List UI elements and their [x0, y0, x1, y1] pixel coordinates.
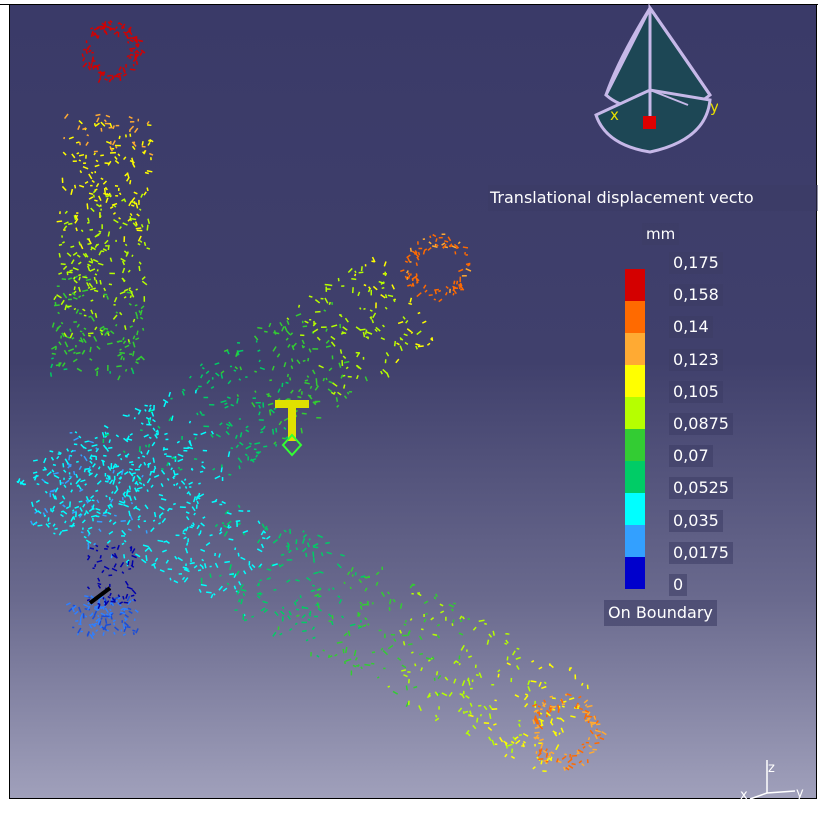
view-compass-icon[interactable]: x y [588, 0, 718, 160]
legend-tick-label: 0,105 [669, 380, 723, 403]
displacement-vector-cloud [16, 20, 607, 773]
frame-right-border [816, 4, 817, 799]
legend-tick-label: 0 [669, 574, 688, 596]
axis-triad-icon: z x y [740, 760, 804, 800]
legend-swatch [625, 301, 645, 333]
legend-title: Translational displacement vecto [488, 185, 818, 211]
legend-swatch [625, 429, 645, 461]
compass-y-label: y [710, 98, 718, 116]
legend-swatch [625, 557, 645, 589]
on-boundary-label: On Boundary [604, 600, 717, 626]
legend-tick-label: 0,035 [669, 509, 723, 532]
frame-bottom-border [9, 798, 817, 799]
legend-color-bar [625, 269, 645, 589]
triad-y-label: y [796, 786, 804, 800]
legend-swatch [625, 365, 645, 397]
legend-swatch [625, 333, 645, 365]
legend-tick-label: 0,0525 [669, 477, 733, 500]
compass-x-label: x [610, 106, 619, 124]
triad-z-label: z [768, 761, 775, 776]
legend-tick-label: 0,158 [669, 284, 723, 307]
legend-swatch [625, 493, 645, 525]
legend-tick-label: 0,14 [669, 316, 713, 339]
legend-tick-label: 0,07 [669, 445, 713, 468]
legend-tick-label: 0,0875 [669, 413, 733, 435]
compass-center-handle[interactable] [643, 116, 656, 129]
legend-tick-label: 0,0175 [669, 541, 733, 564]
force-load-icon[interactable] [275, 400, 309, 457]
frame-left-border [9, 4, 10, 799]
legend-swatch [625, 461, 645, 493]
legend-swatch [625, 525, 645, 557]
legend-unit: mm [642, 223, 680, 245]
legend-tick-label: 0,123 [669, 348, 723, 371]
legend-swatch [625, 397, 645, 429]
legend-swatch [625, 269, 645, 301]
legend-tick-label: 0,175 [669, 252, 723, 274]
frame-top-border [0, 4, 818, 5]
triad-x-label: x [740, 788, 748, 800]
clamp-restraint-icon[interactable] [88, 586, 112, 605]
